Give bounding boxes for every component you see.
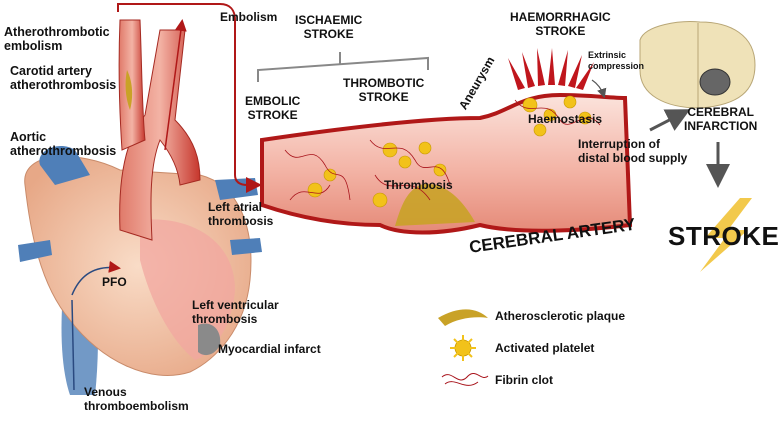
brain-icon [639,21,756,109]
carotid-artery [118,19,146,151]
label-embolic-stroke: EMBOLIC STROKE [245,94,301,122]
venous-arrow [71,299,75,391]
pulmonary-vessels-left [18,240,52,262]
lightning-icon [700,198,752,272]
label-ischaemic-stroke: ISCHAEMIC STROKE [295,13,363,41]
label-atherothrombotic-embolism: Atherothrombotic embolism [4,25,110,53]
embolism-arrow [117,3,262,193]
label-venous: Venous thromboembolism [84,385,189,413]
label-embolism: Embolism [220,10,278,24]
legend-plaque-icon [438,309,488,326]
label-extrinsic-compression: Extrinsic compression [588,50,645,71]
label-thrombosis: Thrombosis [384,178,453,192]
label-thrombotic-stroke: THROMBOTIC STROKE [343,76,425,104]
label-interruption: Interruption of distal blood supply [578,137,688,165]
label-cerebral-infarction: CEREBRAL INFARCTION [684,105,758,133]
artery-plaque [395,184,475,226]
carotid-flow-arrow [164,19,187,151]
label-aortic: Aortic atherothrombosis [10,130,117,158]
pfo-arrow [71,260,121,296]
pulmonary-vessels [39,145,90,185]
myocardial-infarct-region [198,323,221,356]
legend-plaque-label: Atherosclerotic plaque [495,309,626,323]
label-stroke: STROKE [668,221,780,251]
label-pfo: PFO [102,275,127,289]
ischaemic-bracket [257,56,429,82]
label-myocardial-infarct: Myocardial infarct [218,342,321,356]
legend-platelet-icon [450,335,476,361]
pulmonary-vessels-right2 [230,238,262,255]
fibrin-strands [284,99,601,201]
label-haemostasis: Haemostasis [528,112,603,126]
label-left-atrial: Left atrial thrombosis [208,200,274,228]
extrinsic-arrow [591,79,607,99]
label-left-ventricular: Left ventricular thrombosis [192,298,279,326]
legend-platelet-label: Activated platelet [495,341,595,355]
left-ventricle [140,219,235,360]
carotid-plaque [125,70,133,110]
label-haemorrhagic-stroke: HAEMORRHAGIC STROKE [510,10,611,38]
haemorrhage-rays [508,48,594,90]
infarction-arrow [649,109,691,132]
label-carotid: Carotid artery atherothrombosis [10,64,117,92]
legend-fibrin-icon [441,372,489,386]
legend-fibrin-label: Fibrin clot [495,373,553,387]
